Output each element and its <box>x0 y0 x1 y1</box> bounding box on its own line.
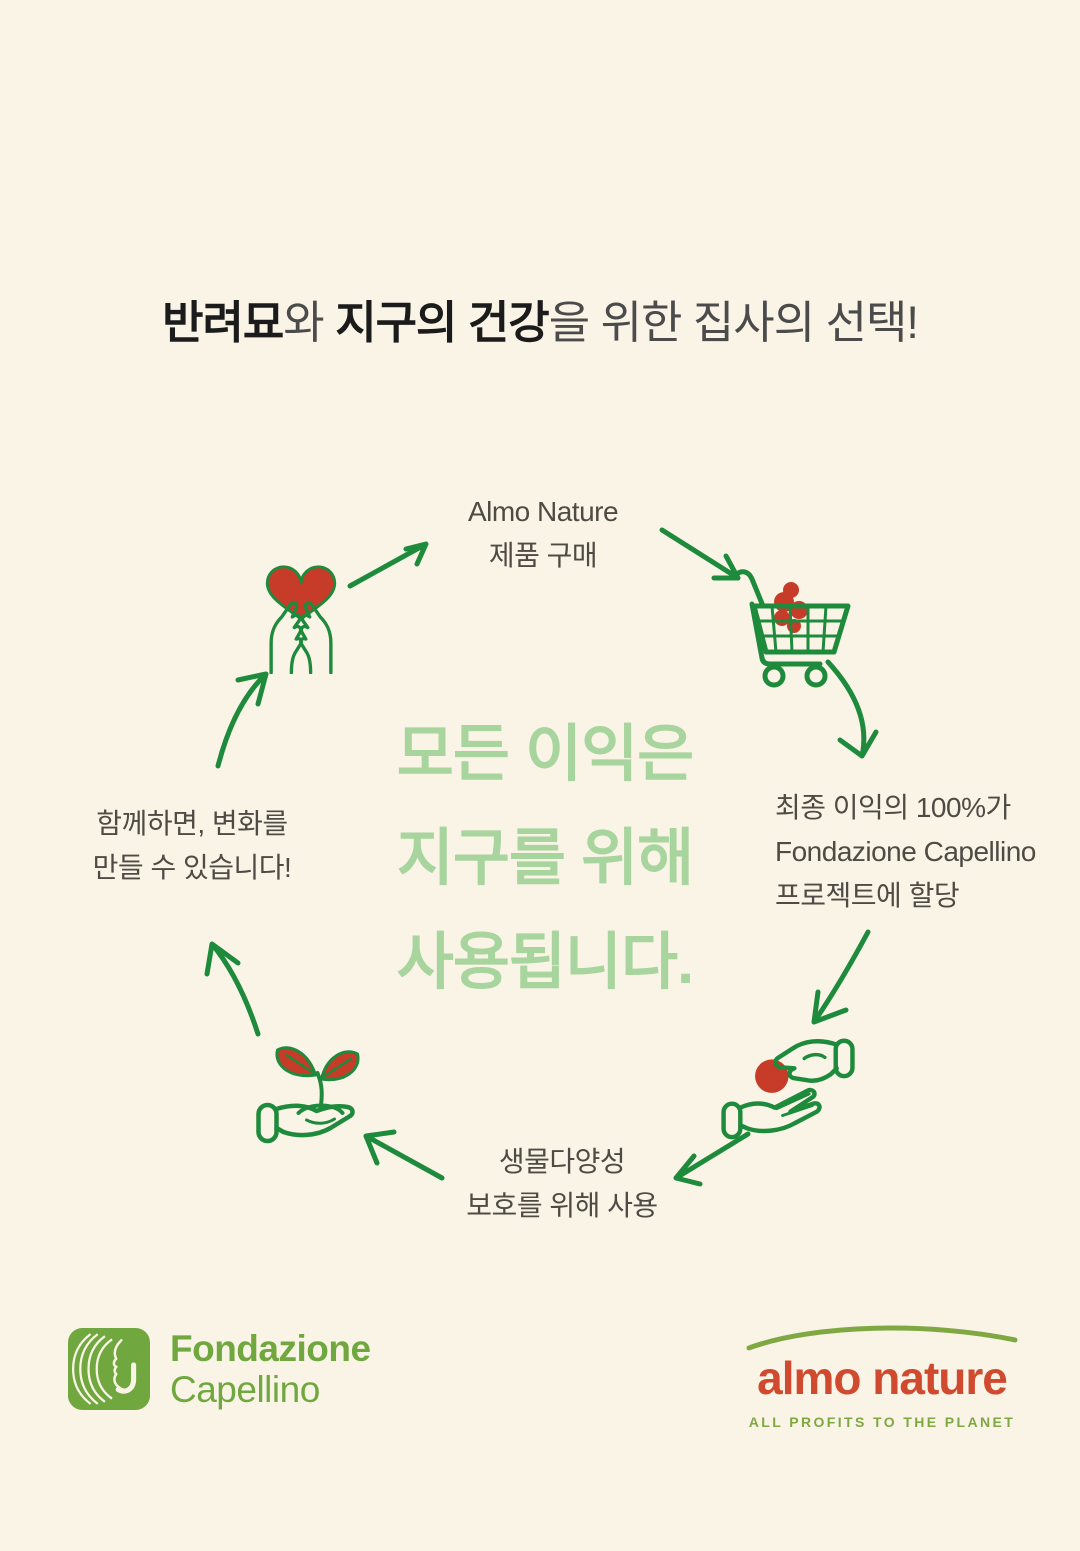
arrow-to-allocation-label <box>825 659 879 759</box>
step-together-line-1: 함께하면, 변화를 <box>96 808 288 839</box>
center-message-line-1: 모든 이익은 <box>396 720 694 789</box>
hands-holding-heart-icon <box>265 565 337 674</box>
step-biodiversity-line-1: 생물다양성 <box>498 1146 626 1177</box>
arrow-to-biodiversity-label <box>673 1131 751 1187</box>
title-regular-1: 와 <box>283 297 336 348</box>
arrow-to-purchase-label <box>347 541 429 589</box>
arrow-to-plant-icon <box>363 1129 445 1181</box>
step-allocation-label: 최종 이익의 100%가 Fondazione Capellino 프로젝트에 … <box>775 786 1045 918</box>
almo-nature-brand-text: almo nature <box>757 1352 1008 1404</box>
title-bold-2: 지구의 건강 <box>335 297 550 348</box>
title-bold-1: 반려묘 <box>162 297 284 348</box>
title-regular-2: 을 위한 집사의 선택! <box>548 297 919 348</box>
fondazione-capellino-wordmark: Fondazione Capellino <box>170 1328 371 1410</box>
fondazione-capellino-emblem-icon <box>68 1328 150 1410</box>
almo-nature-arc-icon <box>746 1325 1018 1351</box>
fondazione-wordmark-line-1: Fondazione <box>170 1328 371 1369</box>
almo-nature-logo: almo nature ALL PROFITS TO THE PLANET <box>745 1318 1019 1430</box>
center-message-line-2: 지구를 위해 <box>396 824 694 893</box>
fondazione-capellino-logo: Fondazione Capellino <box>68 1328 371 1410</box>
arrow-to-together-label <box>204 941 261 1037</box>
step-allocation-line-2: Fondazione Capellino <box>775 836 1036 867</box>
arrow-to-cart-icon <box>659 527 741 581</box>
step-together-label: 함께하면, 변화를 만들 수 있습니다! <box>62 802 322 890</box>
shopping-cart-icon <box>731 569 851 688</box>
step-biodiversity-line-2: 보호를 위해 사용 <box>466 1190 658 1221</box>
step-allocation-line-3: 프로젝트에 할당 <box>775 880 960 911</box>
step-biodiversity-label: 생물다양성 보호를 위해 사용 <box>402 1140 722 1228</box>
step-purchase-label: Almo Nature 제품 구매 <box>393 490 693 578</box>
arrow-to-heart-icon <box>215 671 269 769</box>
almo-nature-tagline: ALL PROFITS TO THE PLANET <box>748 1414 1016 1430</box>
step-purchase-line-1: Almo Nature <box>467 496 619 527</box>
center-message-line-3: 사용됩니다. <box>396 928 694 997</box>
page-title: 반려묘와 지구의 건강을 위한 집사의 선택! <box>0 286 1080 351</box>
center-message: 모든 이익은 지구를 위해 사용됩니다. <box>340 703 750 1015</box>
hand-holding-plant-icon <box>256 1046 360 1144</box>
step-together-line-2: 만들 수 있습니다! <box>92 852 292 883</box>
step-allocation-line-1: 최종 이익의 100%가 <box>775 792 1011 823</box>
fondazione-wordmark-line-2: Capellino <box>170 1369 320 1410</box>
step-purchase-line-2: 제품 구매 <box>488 540 598 571</box>
arrow-to-donation-icon <box>811 929 871 1025</box>
hand-giving-coin-icon <box>721 1038 855 1140</box>
